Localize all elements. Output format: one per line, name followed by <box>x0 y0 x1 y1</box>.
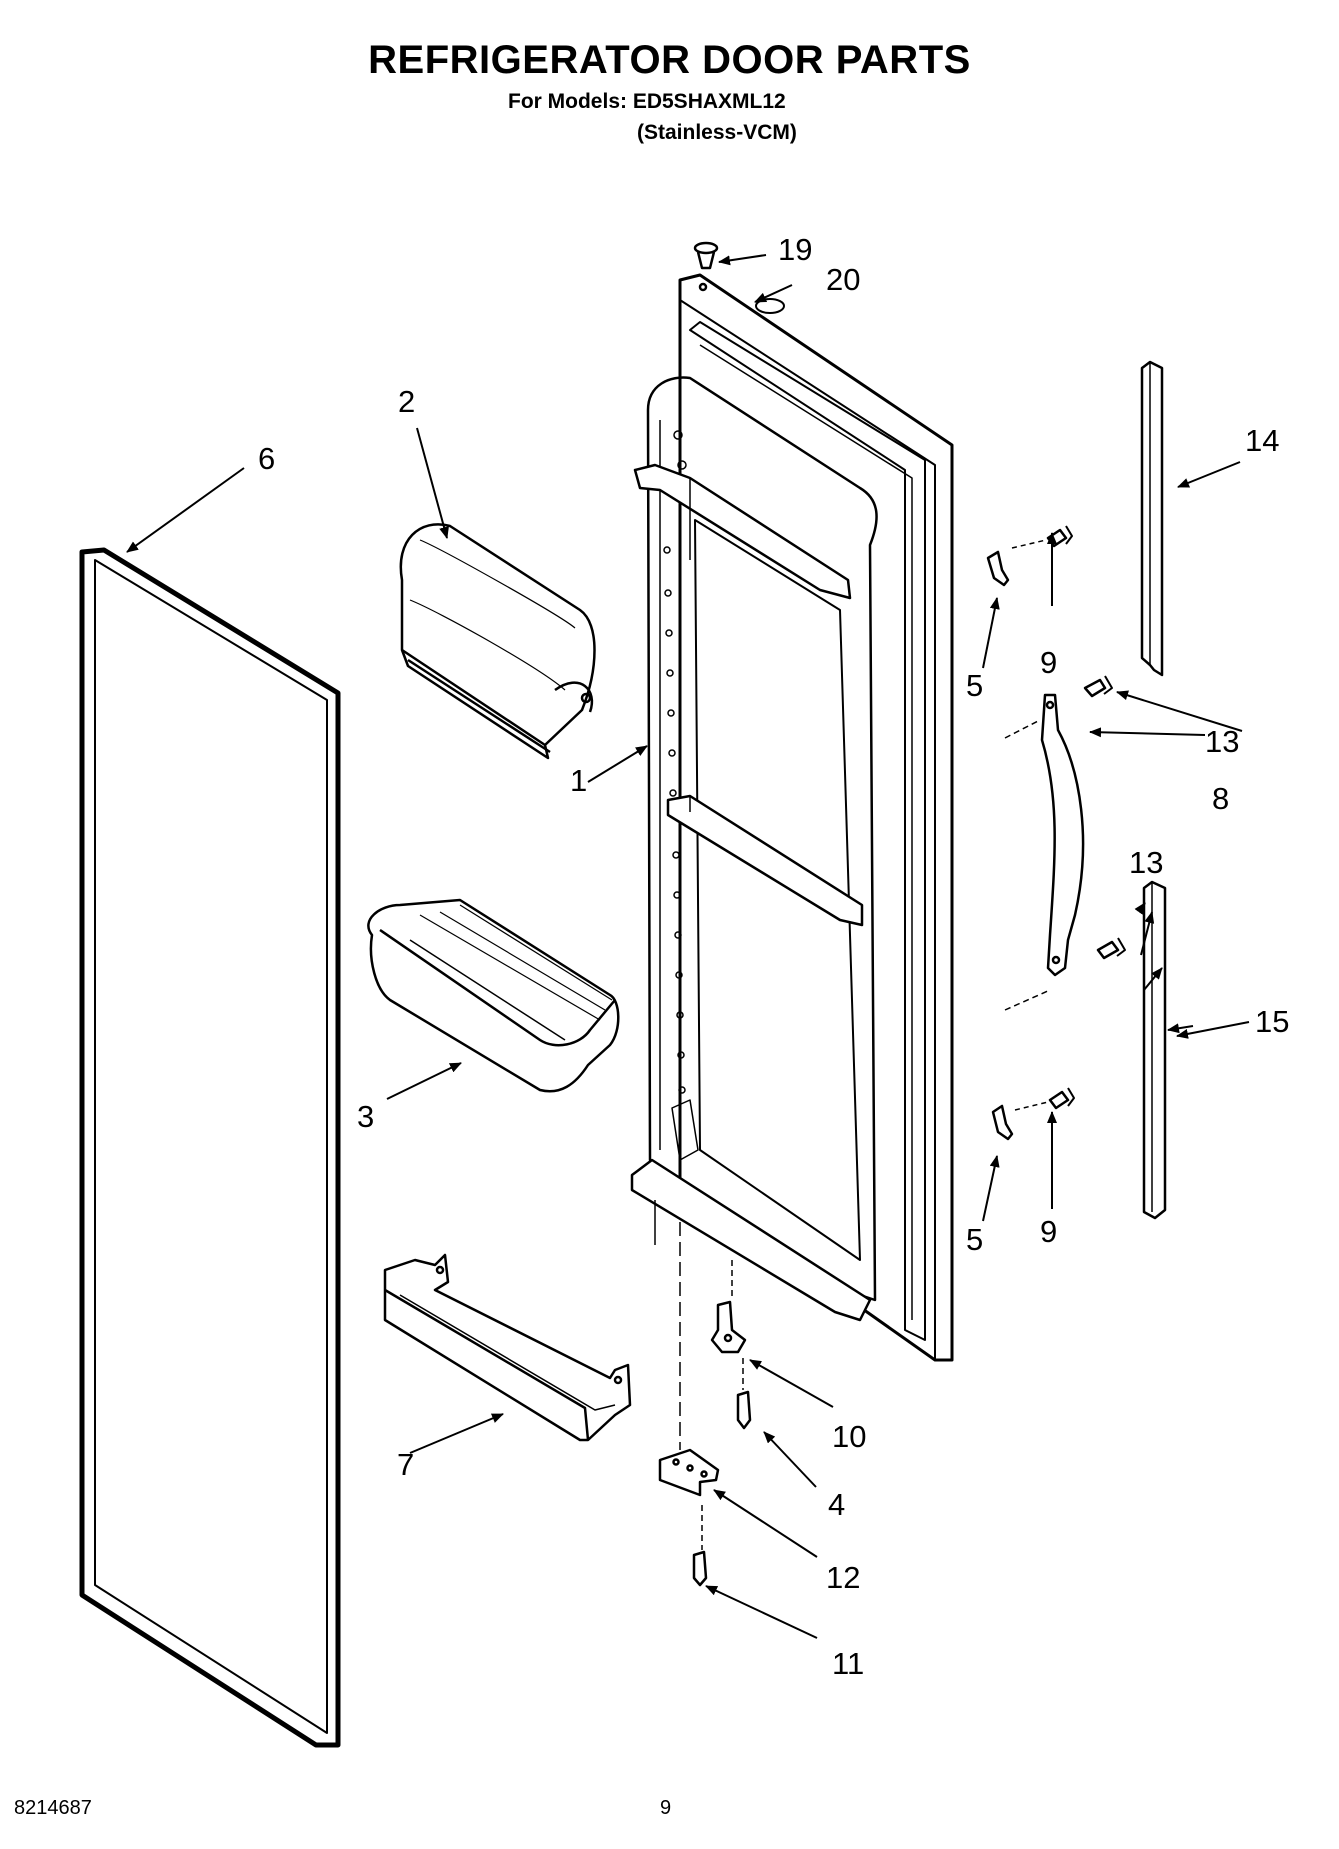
callout-5-upper: 5 <box>966 668 983 703</box>
part-door-gasket <box>79 547 341 1748</box>
part-bottom-trim <box>1142 880 1167 1220</box>
callout-10: 10 <box>832 1419 866 1454</box>
callout-5-lower: 5 <box>966 1222 983 1257</box>
part-handle-screw-lower <box>1096 937 1126 960</box>
part-dairy-door <box>399 523 596 760</box>
part-hinge-screw <box>736 1390 752 1430</box>
models-line: For Models: ED5SHAXML12 <box>508 90 786 113</box>
part-hinge-pin <box>710 1300 747 1354</box>
callout-12: 12 <box>826 1560 860 1595</box>
callout-14: 14 <box>1245 423 1279 458</box>
callout-15: 15 <box>1255 1004 1289 1039</box>
callout-11: 11 <box>832 1646 864 1681</box>
part-door-bin <box>367 898 620 1093</box>
callout-4: 4 <box>828 1487 845 1522</box>
part-clip-upper <box>986 550 1010 587</box>
callout-8: 8 <box>1212 781 1229 816</box>
callout-3: 3 <box>357 1099 374 1134</box>
part-washer <box>755 298 785 314</box>
part-hinge-bolt <box>692 1550 708 1587</box>
variant-line: (Stainless-VCM) <box>637 121 797 144</box>
document-number: 8214687 <box>14 1797 92 1819</box>
callout-20: 20 <box>826 262 860 297</box>
page-title: REFRIGERATOR DOOR PARTS <box>368 38 971 82</box>
part-clip-lower <box>991 1104 1014 1141</box>
callout-6: 6 <box>258 441 275 476</box>
part-handle <box>1004 693 1085 1011</box>
part-top-screw <box>693 241 719 270</box>
page-number: 9 <box>660 1797 672 1819</box>
callout-13-lower: 13 <box>1129 845 1163 880</box>
part-screw-upper <box>1011 525 1073 549</box>
callout-9-upper: 9 <box>1040 645 1057 680</box>
part-door-liner <box>630 273 954 1362</box>
callout-13-upper: 13 <box>1205 724 1239 759</box>
screw-hole <box>698 282 708 292</box>
callout-7: 7 <box>397 1447 414 1482</box>
callout-9-lower: 9 <box>1040 1214 1057 1249</box>
leader-lines <box>126 254 1250 1639</box>
callout-19: 19 <box>778 232 812 267</box>
part-door-rail <box>383 1253 632 1442</box>
callout-2: 2 <box>398 384 415 419</box>
part-top-trim <box>1140 360 1164 677</box>
part-screw-lower <box>1014 1087 1075 1111</box>
part-hinge-bracket <box>658 1448 720 1497</box>
callout-1: 1 <box>570 763 587 798</box>
callout-labels: 1 2 3 4 5 5 6 7 8 9 9 10 11 12 13 13 14 … <box>258 232 1289 1681</box>
part-handle-screw-upper <box>1083 675 1113 698</box>
